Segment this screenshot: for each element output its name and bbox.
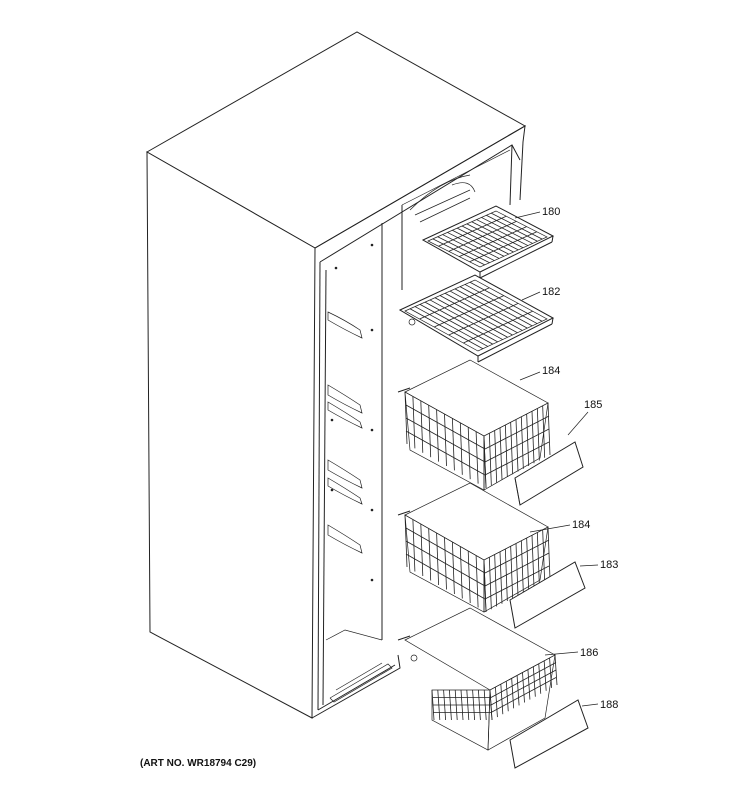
callout-183: 183 <box>600 559 618 571</box>
shelf-wire <box>424 301 498 343</box>
shelf-wire <box>409 308 484 350</box>
shelf-wire <box>469 281 543 322</box>
basket-wire <box>490 662 557 698</box>
basket-wire <box>484 428 550 463</box>
shelf-wire <box>449 290 523 331</box>
shelf-wire <box>452 229 505 257</box>
basket-wire <box>490 669 557 706</box>
basket-wire <box>484 539 550 574</box>
wire-shelf-182 <box>398 274 555 363</box>
basket-wire <box>405 553 486 600</box>
shelf-wire <box>459 226 527 257</box>
basket-wire <box>405 430 486 476</box>
basket-wire <box>405 404 486 450</box>
basket-wire <box>490 677 557 713</box>
basket-cover-185 <box>514 441 584 506</box>
callout-184-lower: 184 <box>572 519 590 531</box>
wire-basket-184-lower <box>397 482 551 613</box>
callout-188: 188 <box>600 699 618 711</box>
wire-shelf-180 <box>421 205 555 279</box>
shelf-wire <box>429 299 503 340</box>
freezer-cabinet <box>145 31 527 719</box>
shelf-wire <box>481 217 533 244</box>
callout-leaders <box>514 211 599 707</box>
shelf-wire <box>448 221 517 252</box>
basket-wire <box>484 552 550 587</box>
callout-184-upper: 184 <box>542 365 560 377</box>
basket-wire <box>484 565 550 600</box>
callout-185: 185 <box>584 399 602 411</box>
basket-wire <box>484 441 550 476</box>
shelf-wire <box>466 223 519 251</box>
basket-wire <box>484 415 550 450</box>
basket-cover-188 <box>509 699 589 769</box>
basket-cover-183 <box>509 561 586 629</box>
shelf-wire <box>432 238 485 266</box>
shelf-wire <box>419 304 493 345</box>
shelf-wire <box>469 231 537 263</box>
callout-186: 186 <box>580 647 598 659</box>
basket-wire <box>405 527 486 574</box>
shelf-wire <box>438 215 507 247</box>
shelf-wire <box>464 284 538 324</box>
shelf-wire <box>459 286 533 327</box>
shelf-wire <box>461 225 514 253</box>
shelf-wire <box>456 227 509 255</box>
shelf-wire <box>447 232 500 259</box>
shelf-wire <box>454 288 528 329</box>
art-number: (ART NO. WR18794 C29) <box>140 758 256 769</box>
shelf-wire <box>471 221 524 249</box>
basket-wire <box>405 417 486 463</box>
callout-182: 182 <box>542 286 560 298</box>
shelf-supports <box>327 243 374 582</box>
shelf-wire <box>442 234 495 261</box>
shelf-wire <box>476 219 529 246</box>
shelf-wire <box>444 292 518 334</box>
wire-basket-184-upper <box>397 359 551 491</box>
callout-180: 180 <box>542 206 560 218</box>
shelf-wire <box>490 212 543 240</box>
shelf-wire <box>437 236 490 264</box>
shelf-wire <box>439 295 513 336</box>
shelf-wire <box>434 297 508 338</box>
shelf-wire <box>486 214 538 242</box>
shelf-wire <box>419 287 490 320</box>
basket-wire <box>405 540 486 587</box>
wire-basket-186 <box>397 607 558 751</box>
shelf-wire <box>434 295 504 328</box>
shelf-wire <box>463 310 533 344</box>
shelf-wire <box>448 303 519 336</box>
shelf-wire <box>414 306 489 347</box>
